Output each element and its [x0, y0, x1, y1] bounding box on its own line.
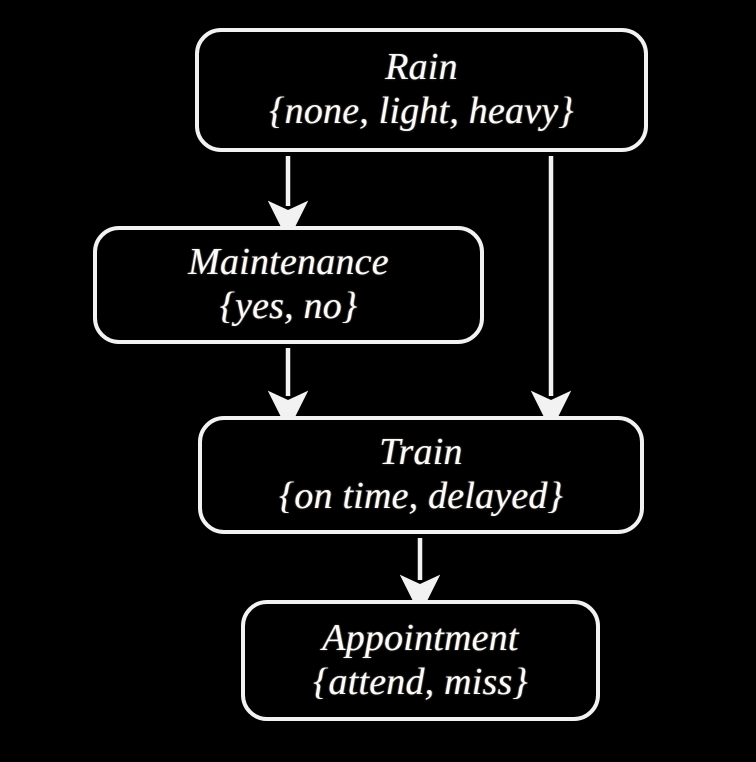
node-rain[interactable]: Rain {none, light, heavy} — [195, 28, 648, 152]
node-appointment-label: Appointment — [322, 616, 519, 659]
node-rain-values: {none, light, heavy} — [269, 90, 574, 132]
node-rain-label: Rain — [385, 46, 458, 89]
node-maintenance-values: {yes, no} — [219, 285, 358, 327]
node-appointment[interactable]: Appointment {attend, miss} — [241, 600, 600, 721]
node-train-values: {on time, delayed} — [278, 475, 564, 517]
node-maintenance[interactable]: Maintenance {yes, no} — [93, 226, 484, 344]
node-train[interactable]: Train {on time, delayed} — [198, 416, 644, 534]
node-appointment-values: {attend, miss} — [313, 660, 528, 703]
node-train-label: Train — [379, 431, 463, 474]
node-maintenance-label: Maintenance — [188, 241, 389, 284]
